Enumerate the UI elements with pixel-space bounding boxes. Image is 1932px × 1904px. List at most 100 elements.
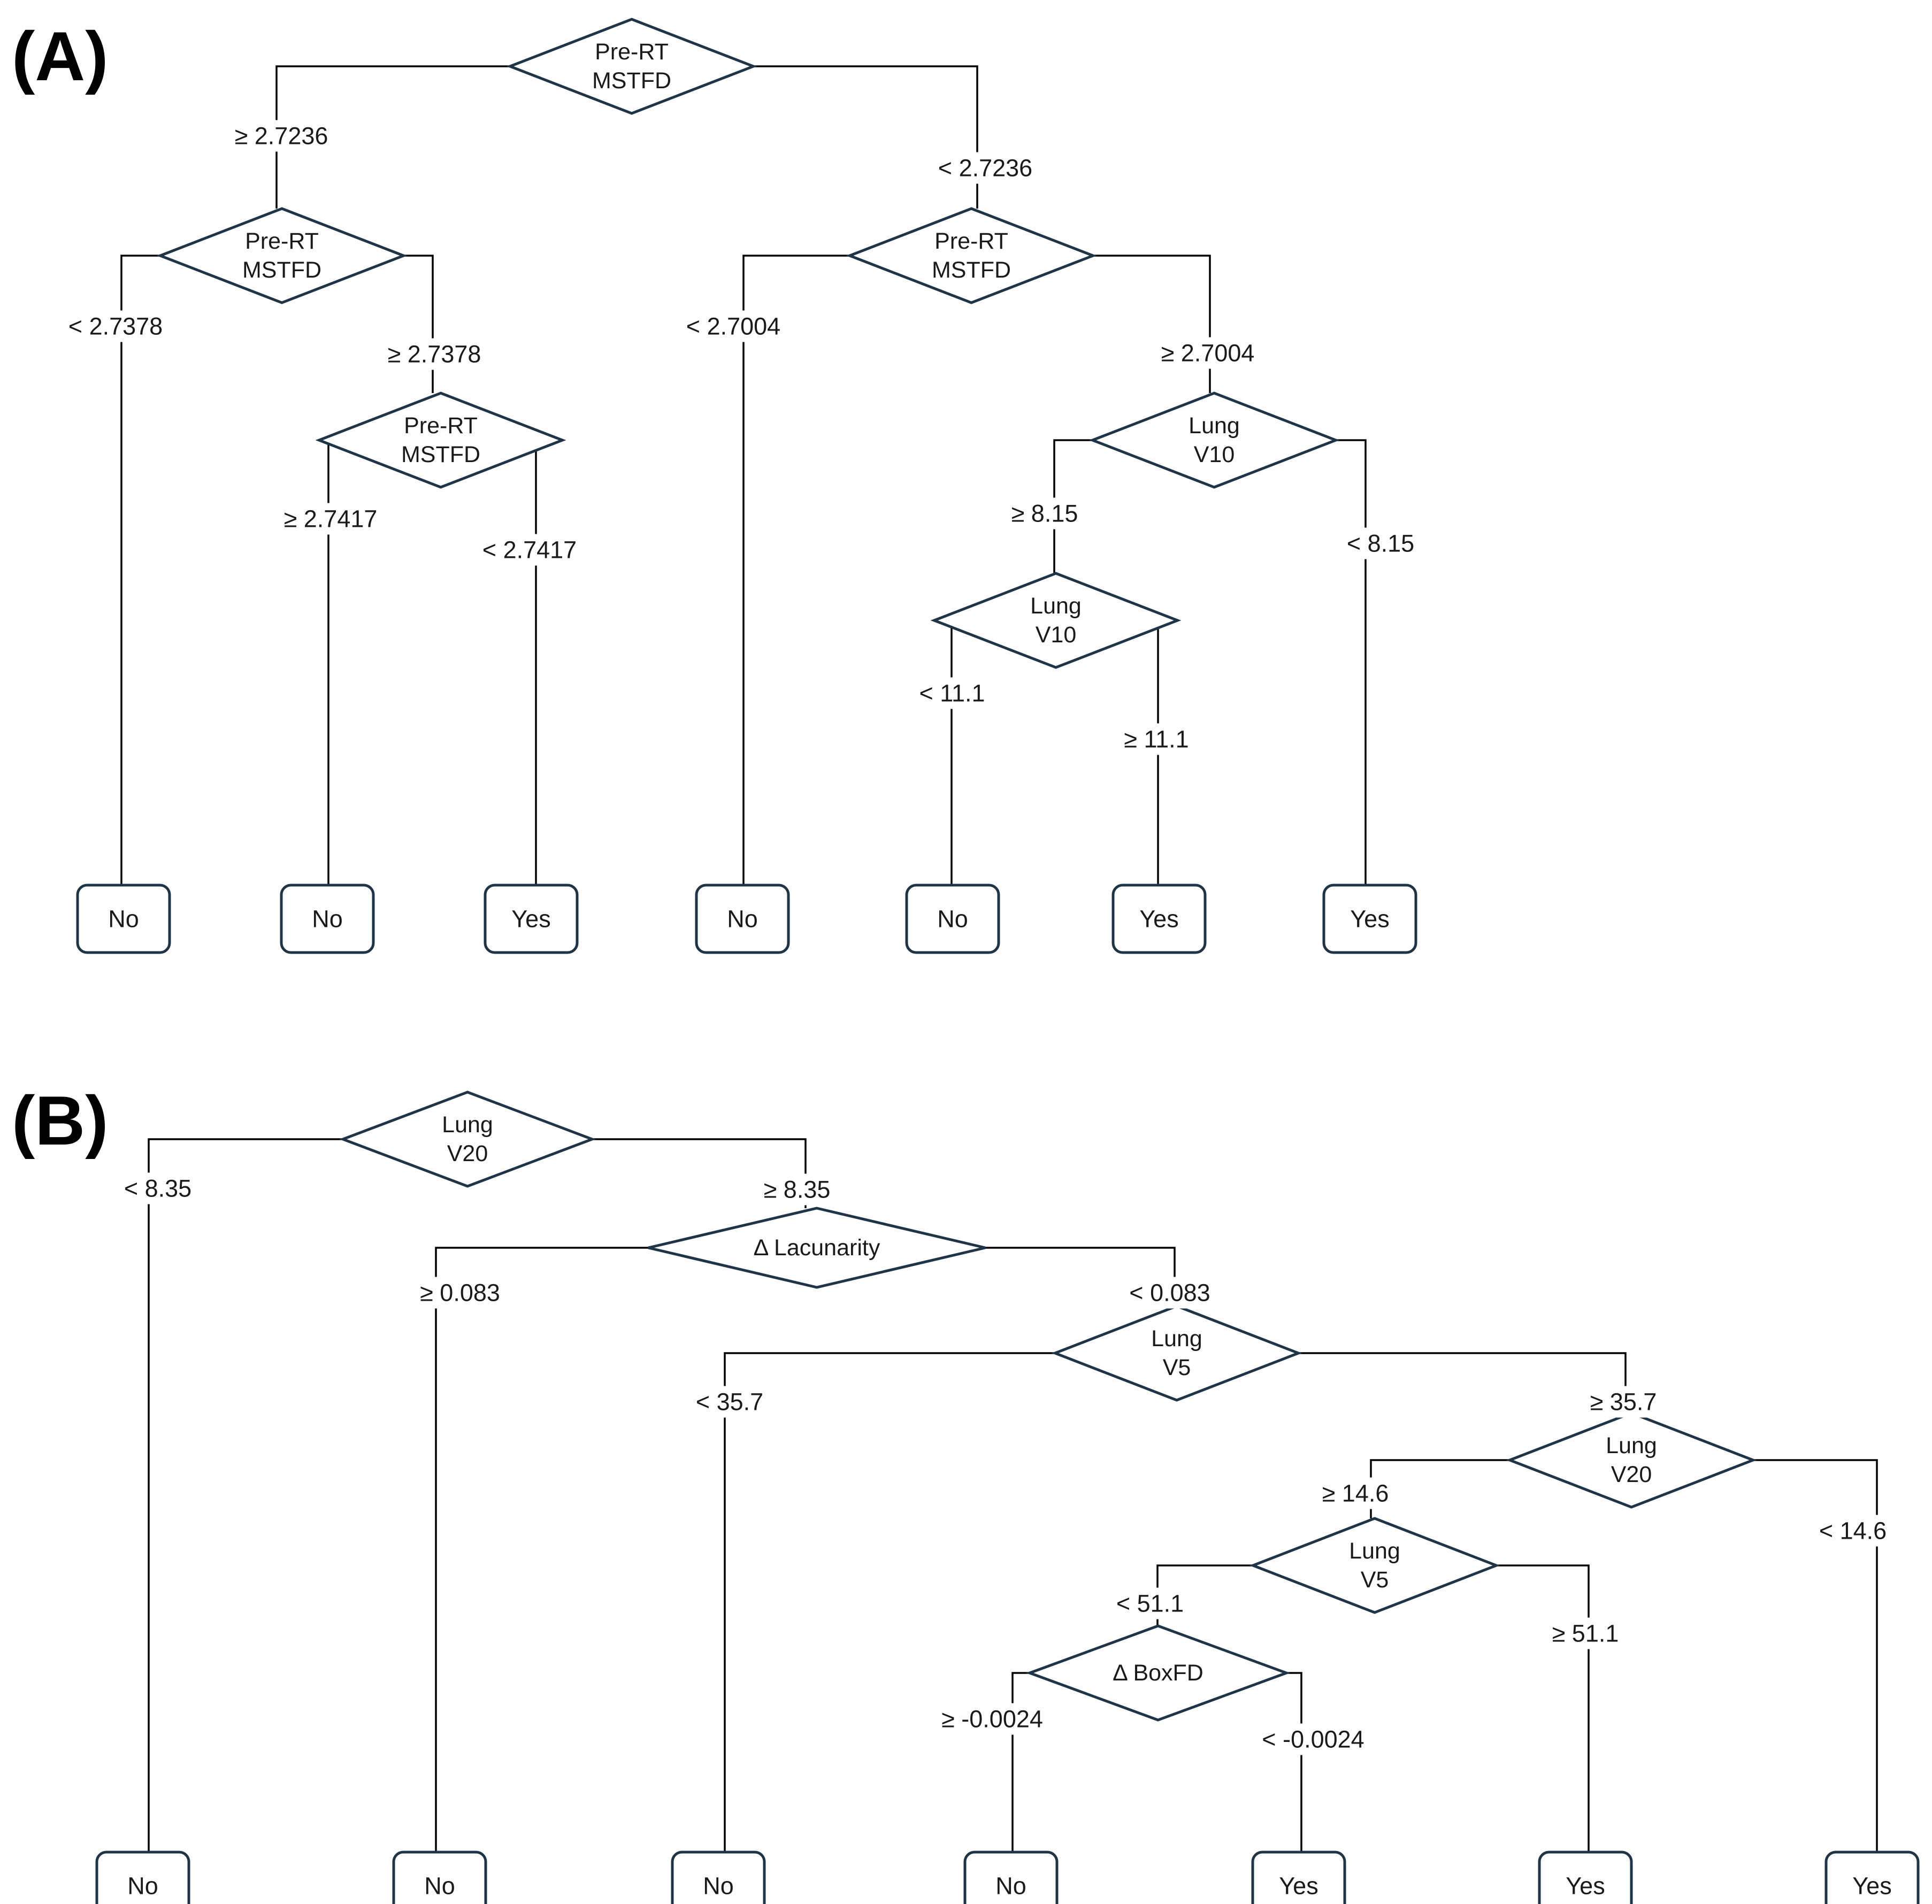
decision-node-label: Pre-RT [245,228,319,254]
condition-label: ≥ 51.1 [1547,1617,1623,1649]
tree-edge [934,619,953,885]
decision-node-label: MSTFD [592,68,671,94]
decision-node-label: Lung [1349,1538,1400,1564]
decision-diamond [156,207,408,304]
leaf-box [392,1851,487,1904]
decision-node: Pre-RT MSTFD [156,207,408,304]
tree-edge [724,1352,1055,1852]
condition-label-background [1125,1277,1215,1309]
tree-edge [275,65,510,209]
leaf-box [1824,1851,1920,1904]
leaf-node: Yes [1251,1851,1346,1904]
leaf-label: No [727,905,758,933]
condition-text: < 8.35 [124,1175,191,1202]
decision-diamond [1051,1304,1302,1402]
decision-diamond [648,1207,986,1289]
condition-label: ≥ -0.0024 [937,1703,1047,1735]
leaf-node: No [695,884,790,954]
edges-layer [120,65,1878,1852]
condition-label-background [691,1386,768,1418]
tree-edge [742,255,850,885]
condition-label-background [383,338,486,370]
decision-node-label: V20 [1611,1462,1652,1487]
condition-text: < 8.15 [1347,530,1414,557]
condition-text: < 2.7004 [686,313,780,340]
tree-edge [1093,255,1211,393]
decision-node-label: V5 [1361,1567,1389,1593]
decision-node-label: Pre-RT [595,39,669,65]
condition-text: ≥ 2.7417 [284,505,378,533]
condition-label: < 35.7 [691,1386,768,1418]
decision-diamond [339,1091,596,1188]
panel-label-a: (A) [12,17,108,95]
condition-label: < 2.7236 [933,152,1037,184]
decision-node-label: Δ BoxFD [1113,1660,1203,1686]
leaf-label: Yes [511,905,550,933]
condition-text: ≥ 11.1 [1124,726,1189,753]
condition-label-background [1156,337,1259,369]
tree-edge [435,1247,648,1852]
condition-text: < 11.1 [919,680,985,707]
condition-label: < 14.6 [1814,1515,1891,1547]
condition-label-background [1120,723,1193,755]
condition-label: < 2.7417 [478,534,581,566]
condition-text: < 2.7417 [482,536,577,564]
tree-edge [148,1138,343,1852]
leaf-box [76,884,171,954]
leaf-box [484,884,579,954]
condition-text: < 35.7 [696,1388,763,1416]
tree-edge [120,255,160,885]
condition-text: ≥ 51.1 [1552,1620,1619,1647]
decision-node-label: V20 [447,1141,488,1166]
leaf-node: Yes [1322,884,1417,954]
condition-label: ≥ 8.35 [759,1173,835,1206]
decision-diamond [1249,1517,1500,1614]
condition-label: ≥ 11.1 [1120,723,1193,755]
leaf-box [280,884,375,954]
condition-label: ≥ 14.6 [1317,1477,1393,1509]
condition-text: < 2.7236 [938,155,1032,182]
condition-text: ≥ 8.35 [764,1176,831,1203]
condition-label-background [1007,497,1083,529]
leaf-box [1251,1851,1346,1904]
condition-label: ≥ 0.083 [416,1277,504,1309]
condition-label: < 51.1 [1111,1587,1189,1619]
condition-label: ≥ 2.7417 [279,503,382,535]
condition-label: < 11.1 [915,677,990,709]
leaf-box [671,1851,766,1904]
condition-label-background [933,152,1037,184]
condition-labels-layer: ≥ 2.7236< 2.7236< 2.7378≥ 2.7378≥ 2.7417… [64,120,1891,1755]
leaf-label: No [108,905,139,933]
decision-diamond [1506,1411,1757,1509]
leaf-box [905,884,1000,954]
condition-label: ≥ 2.7378 [383,338,486,370]
decision-node-label: Pre-RT [934,228,1008,254]
decision-diamond [930,572,1182,669]
decision-diamond [1025,1624,1291,1722]
tree-edge [1753,1459,1878,1852]
leaf-box [95,1851,190,1904]
leaf-label: Yes [1279,1872,1318,1900]
condition-label: ≥ 35.7 [1585,1386,1661,1418]
decision-node-label: Δ Lacunarity [754,1235,880,1261]
condition-text: ≥ -0.0024 [941,1706,1043,1733]
condition-label-background [1585,1386,1661,1418]
decision-node-label: MSTFD [242,257,321,283]
condition-label-background [64,310,167,342]
condition-label-background [1317,1477,1393,1509]
decision-node-label: Lung [1151,1326,1202,1352]
condition-text: ≥ 35.7 [1590,1388,1657,1416]
condition-label-background [1111,1587,1189,1619]
leaf-node: Yes [1824,1851,1920,1904]
leaf-label: Yes [1350,905,1389,933]
condition-label-background [1547,1617,1623,1649]
decision-node-label: Lung [442,1112,493,1138]
condition-label: ≥ 2.7004 [1156,337,1259,369]
leaf-box [1538,1851,1633,1904]
